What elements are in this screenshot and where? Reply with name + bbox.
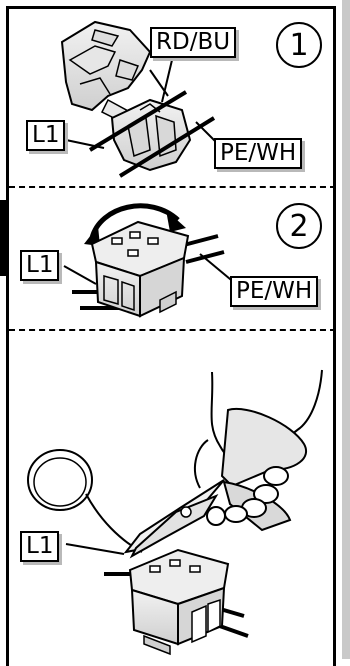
step-number-1: 1 (276, 22, 322, 68)
wire-label-l1: L1 (20, 250, 59, 281)
step-number-2: 2 (276, 203, 322, 249)
wire-label-pe-wh: PE/WH (214, 138, 302, 169)
wire-label-l1: L1 (20, 531, 59, 562)
wire-label-l1: L1 (26, 120, 65, 151)
wire-cutting-illustration (28, 370, 322, 654)
wire-label-pe-wh: PE/WH (230, 276, 318, 307)
wire-label-rd-bu: RD/BU (150, 27, 236, 58)
closing-connector-illustration (64, 206, 236, 316)
